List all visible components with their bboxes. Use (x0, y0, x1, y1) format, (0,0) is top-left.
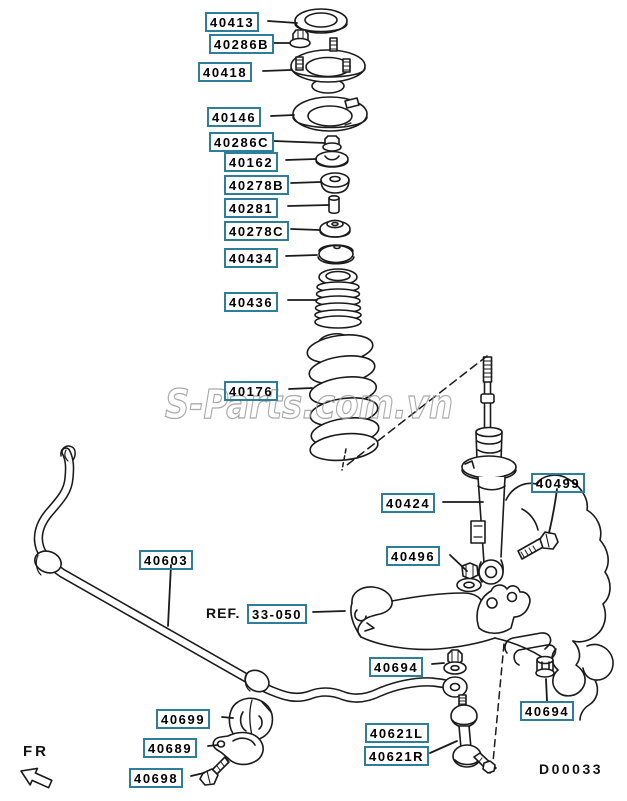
leader-lines (167, 20, 558, 777)
ref-prefix-text: REF. (206, 605, 241, 621)
part-label-40418[interactable]: 40418 (198, 62, 253, 82)
part-label-40278C[interactable]: 40278C (224, 221, 290, 241)
stabilizer-link-drawing (450, 694, 497, 774)
diagram-code: D00033 (539, 761, 604, 777)
link-nut-washer-drawing (443, 649, 467, 675)
part-label-40496[interactable]: 40496 (386, 546, 441, 566)
part-label-40698[interactable]: 40698 (129, 768, 184, 788)
part-label-40621R[interactable]: 40621R (364, 746, 430, 766)
part-label-40621L[interactable]: 40621L (365, 723, 429, 743)
part-label-40176[interactable]: 40176 (224, 381, 279, 401)
part-label-40689[interactable]: 40689 (143, 738, 198, 758)
knuckle-drawing (504, 474, 614, 721)
lower-arm-drawing (350, 584, 543, 658)
knuckle-nut-drawing (535, 655, 555, 678)
part-label-ref-33-050[interactable]: 33-050 (247, 604, 308, 624)
strut-drawing (461, 356, 517, 585)
coil-spring-drawing (306, 333, 380, 462)
alignment-dashed-lines (341, 355, 505, 763)
part-label-40434[interactable]: 40434 (224, 248, 279, 268)
front-direction-label: FR (23, 743, 49, 760)
part-label-40694-a[interactable]: 40694 (369, 657, 424, 677)
part-label-40146[interactable]: 40146 (207, 107, 262, 127)
top-mount-stack-drawing (289, 8, 368, 265)
bar-bolt-drawing (199, 756, 230, 786)
strut-nut-drawing (456, 562, 482, 593)
watermark-text: S-Parts.com.vn (165, 382, 453, 428)
bar-bracket-drawing (212, 731, 264, 766)
stabilizer-bar-drawing (33, 445, 468, 703)
part-label-40286B[interactable]: 40286B (209, 34, 275, 54)
dust-boot-drawing (314, 268, 362, 329)
strut-bolt-drawing (517, 531, 559, 560)
part-label-40603[interactable]: 40603 (139, 550, 194, 570)
part-label-40278B[interactable]: 40278B (224, 175, 290, 195)
part-label-40281[interactable]: 40281 (224, 198, 279, 218)
part-label-40436[interactable]: 40436 (224, 292, 279, 312)
part-label-40286C[interactable]: 40286C (209, 132, 275, 152)
part-label-40424[interactable]: 40424 (381, 493, 436, 513)
part-label-40162[interactable]: 40162 (224, 152, 279, 172)
part-label-40694-b[interactable]: 40694 (520, 701, 575, 721)
front-direction-arrow (20, 767, 53, 789)
part-label-40499[interactable]: 40499 (531, 473, 586, 493)
part-label-40699[interactable]: 40699 (156, 709, 211, 729)
part-label-40413[interactable]: 40413 (205, 12, 260, 32)
